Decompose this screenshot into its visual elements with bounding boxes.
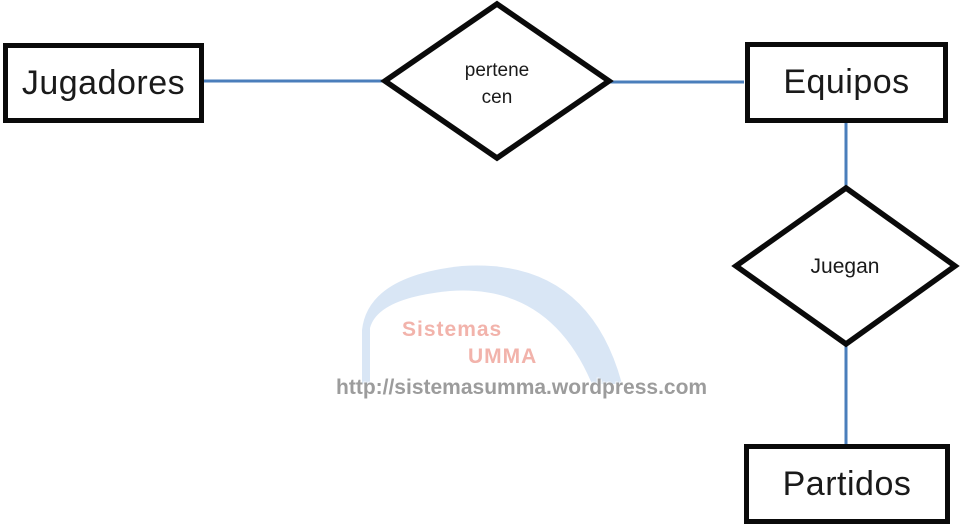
relationship-label-juegan: Juegan — [785, 252, 905, 280]
relationship-label-pertenecen: pertene cen — [437, 56, 557, 112]
entity-label-equipos: Equipos — [783, 63, 910, 101]
entity-box-partidos: Partidos — [744, 444, 950, 524]
relationship-diamond-juegan — [731, 184, 960, 348]
relationship-diamond-pertenecen — [380, 0, 614, 162]
entity-label-partidos: Partidos — [782, 464, 912, 503]
relationship-label-pertenecen-line1: pertene — [464, 60, 530, 81]
watermark-url-text: http://sistemasumma.wordpress.com — [336, 376, 708, 399]
watermark-text-sistemas: Sistemas — [402, 318, 503, 341]
watermark-text-umma: UMMA — [468, 345, 538, 368]
entity-label-jugadores: Jugadores — [21, 63, 186, 102]
entity-box-jugadores: Jugadores — [3, 43, 204, 123]
relationship-label-juegan-text: Juegan — [810, 254, 880, 278]
relationship-label-pertenecen-line2: cen — [481, 87, 513, 108]
watermark-dome-inner-shape — [370, 290, 592, 384]
entity-box-equipos: Equipos — [745, 42, 948, 123]
